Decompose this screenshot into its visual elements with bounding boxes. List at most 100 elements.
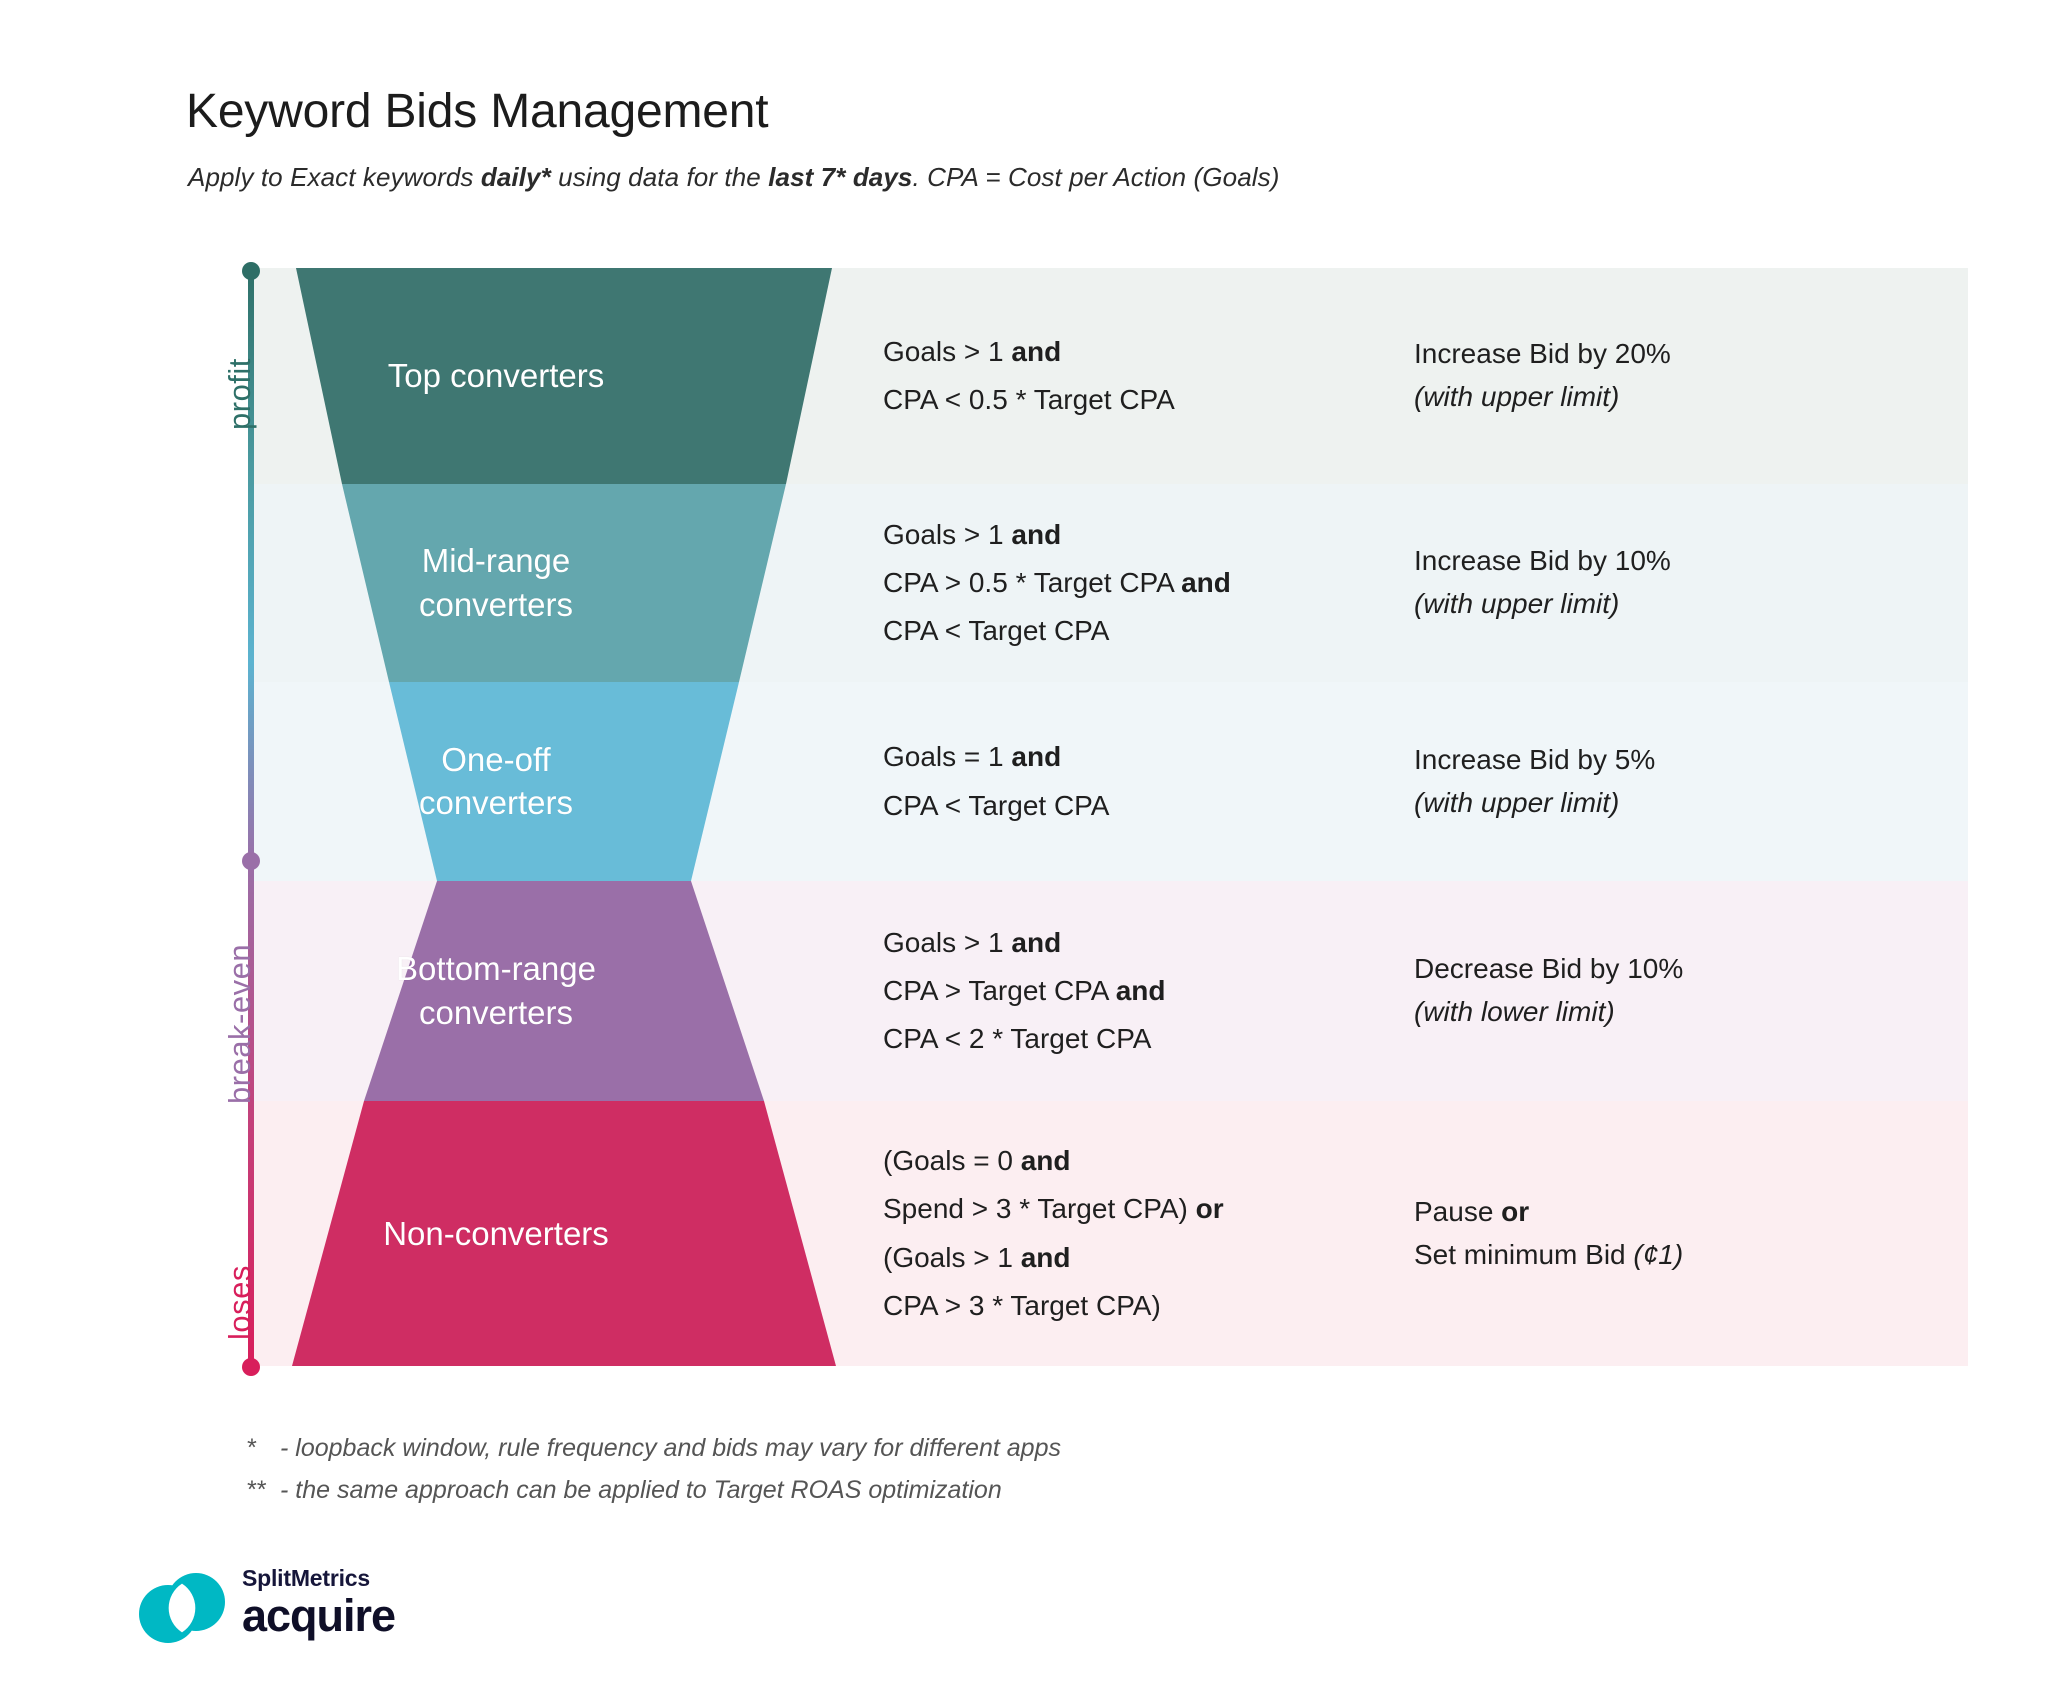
footnote-marker: *	[246, 1434, 256, 1462]
action-text: Decrease Bid by 10%	[1414, 953, 1684, 985]
subtitle-part-0: Apply to Exact keywords	[188, 162, 481, 192]
action-text: (with upper limit)	[1414, 381, 1620, 412]
action-line: (with upper limit)	[1414, 583, 1854, 626]
action-text: (with upper limit)	[1414, 786, 1620, 818]
axis-label-profit: profit	[222, 358, 257, 430]
action-line: Set minimum Bid (¢1)	[1414, 1234, 1854, 1277]
axis-dot-top	[242, 262, 260, 280]
subtitle-part-1: daily*	[480, 162, 551, 192]
condition-line: CPA > 3 * Target CPA)	[883, 1282, 1413, 1330]
page-title: Keyword Bids Management	[186, 85, 769, 138]
condition-text: (Goals = 0	[883, 1145, 1021, 1177]
subtitle-part-2: using data for the	[550, 162, 769, 192]
action-line: (with lower limit)	[1414, 991, 1854, 1034]
footnote-marker: **	[246, 1475, 266, 1504]
condition-text: Goals > 1	[883, 926, 1012, 958]
logo-product: acquire	[242, 1590, 396, 1642]
zone-axis-line	[248, 268, 254, 1366]
splitmetrics-logo: SplitMetrics acquire	[138, 1562, 398, 1662]
logo-wordmark: SplitMetrics acquire	[242, 1565, 396, 1642]
condition-text: CPA < Target CPA	[883, 789, 1110, 821]
action-line: Pause or	[1414, 1191, 1854, 1234]
condition-line: Spend > 3 * Target CPA) or	[883, 1185, 1413, 1233]
logo-circles-icon	[139, 1573, 225, 1643]
action-text: Increase Bid by 20%	[1414, 338, 1671, 370]
axis-dot-bottom	[242, 1358, 260, 1376]
condition-text: and	[1011, 741, 1062, 773]
condition-text: and	[1011, 335, 1062, 367]
action-text: Pause	[1414, 1195, 1502, 1227]
condition-line: Goals > 1 and	[883, 919, 1413, 967]
condition-text: CPA > 0.5 * Target CPA	[883, 566, 1182, 598]
axis-label-loses: loses	[222, 1265, 257, 1340]
funnel-segment-label: Top converters	[387, 357, 605, 395]
condition-text: or	[1195, 1193, 1224, 1225]
action-text: Increase Bid by 10%	[1414, 545, 1671, 577]
condition-text: CPA > 3 * Target CPA)	[883, 1289, 1161, 1321]
action-text: (with upper limit)	[1414, 588, 1620, 619]
logo-brand: SplitMetrics	[242, 1565, 370, 1591]
condition-line: CPA < 2 * Target CPA	[883, 1015, 1413, 1063]
condition-text: and	[1020, 1145, 1071, 1177]
condition-text: Goals > 1	[883, 335, 1012, 367]
condition-line: Goals > 1 and	[883, 511, 1413, 559]
condition-text: and	[1115, 974, 1166, 1006]
action-line: (with upper limit)	[1414, 782, 1854, 825]
footnote-line: ** - the same approach can be applied to …	[246, 1470, 1061, 1512]
condition-text: CPA < Target CPA	[883, 615, 1110, 647]
condition-text: and	[1011, 518, 1062, 550]
action-text: Set minimum Bid	[1414, 1238, 1634, 1270]
footnote-text: - the same approach can be applied to Ta…	[280, 1475, 1002, 1504]
action-text: or	[1501, 1195, 1530, 1227]
page-subtitle: Apply to Exact keywords daily* using dat…	[188, 162, 1280, 193]
action-line: Decrease Bid by 10%	[1414, 948, 1854, 991]
row-action: Increase Bid by 10% (with upper limit)	[1414, 484, 1854, 682]
footnotes: *- loopback window, rule frequency and b…	[246, 1428, 1061, 1511]
condition-line: Goals > 1 and	[883, 328, 1413, 376]
axis-dot-breakeven	[242, 852, 260, 870]
action-line: Increase Bid by 10%	[1414, 540, 1854, 583]
condition-text: Spend > 3 * Target CPA)	[883, 1193, 1196, 1225]
subtitle-part-4: . CPA = Cost per Action (Goals)	[912, 162, 1280, 192]
action-line: Increase Bid by 5%	[1414, 739, 1854, 782]
condition-line: (Goals > 1 and	[883, 1234, 1413, 1282]
condition-text: CPA < 0.5 * Target CPA	[883, 384, 1175, 415]
action-text: Increase Bid by 5%	[1414, 743, 1656, 775]
condition-line: CPA > Target CPA and	[883, 967, 1413, 1015]
condition-text: and	[1181, 566, 1231, 598]
action-text: (with lower limit)	[1414, 996, 1615, 1027]
condition-text: CPA > Target CPA	[883, 974, 1116, 1006]
row-action: Increase Bid by 20% (with upper limit)	[1414, 268, 1854, 484]
condition-line: CPA < Target CPA	[883, 607, 1413, 655]
condition-line: Goals = 1 and	[883, 733, 1413, 781]
condition-text: (Goals > 1	[883, 1241, 1021, 1273]
action-text: (¢1)	[1633, 1238, 1684, 1270]
condition-text: CPA < 2 * Target CPA	[883, 1023, 1152, 1055]
condition-line: CPA > 0.5 * Target CPA and	[883, 559, 1413, 607]
condition-text: and	[1020, 1241, 1071, 1273]
condition-text: Goals > 1	[883, 518, 1012, 550]
action-line: (with upper limit)	[1414, 376, 1854, 419]
condition-text: Goals = 1	[883, 741, 1012, 773]
condition-line: CPA < Target CPA	[883, 782, 1413, 830]
footnote-line: *- loopback window, rule frequency and b…	[246, 1428, 1061, 1470]
condition-line: CPA < 0.5 * Target CPA	[883, 376, 1413, 424]
action-line: Increase Bid by 20%	[1414, 333, 1854, 376]
row-action: Decrease Bid by 10% (with lower limit)	[1414, 881, 1854, 1101]
row-action: Increase Bid by 5% (with upper limit)	[1414, 682, 1854, 881]
condition-line: (Goals = 0 and	[883, 1137, 1413, 1185]
funnel-segment-label: Non-converters	[383, 1214, 609, 1252]
subtitle-part-3: last 7* days	[768, 162, 913, 192]
condition-text: and	[1011, 926, 1062, 958]
